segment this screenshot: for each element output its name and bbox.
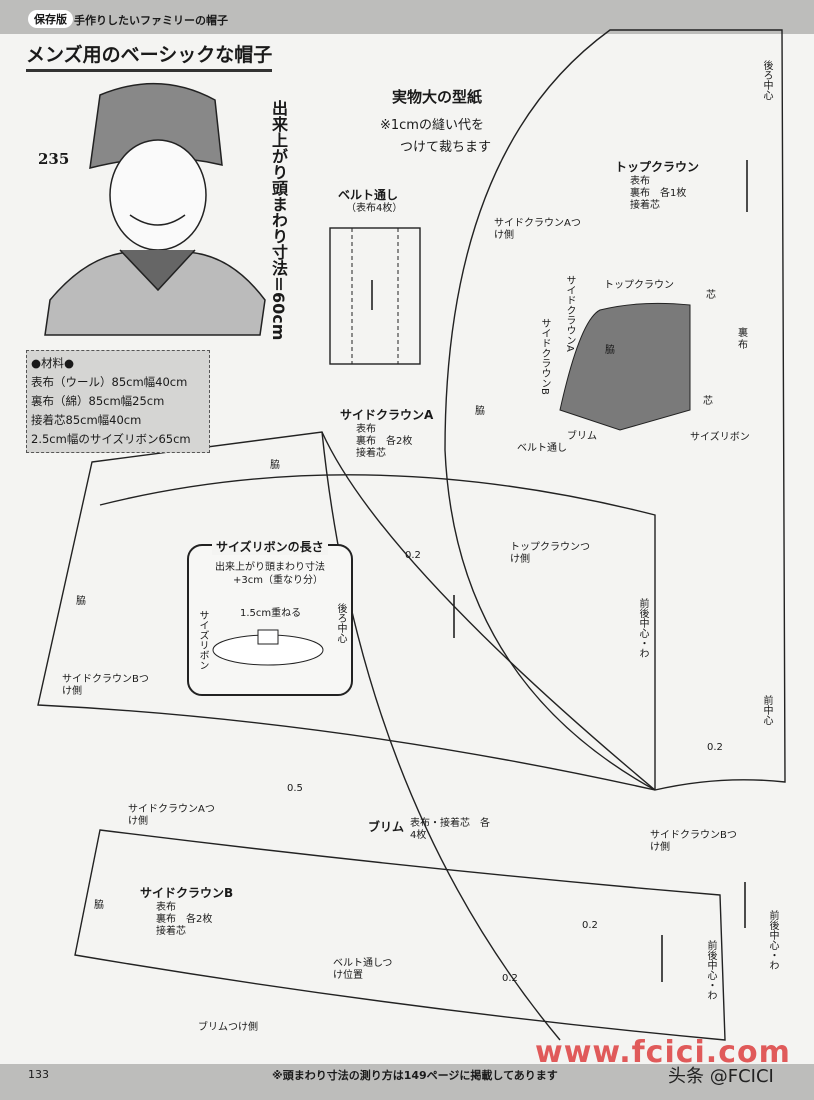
item-number: 235 <box>38 150 70 168</box>
material-item: 接着芯85cm幅40cm <box>31 413 142 427</box>
watermark: www.fcici.com <box>535 1035 791 1070</box>
side-a-attach-label: サイドクラウンAつけ側 <box>128 804 215 827</box>
illus-label: サイドクラウンA <box>564 275 575 352</box>
hat-cross-section <box>559 302 691 431</box>
side-label: 脇 <box>475 406 485 417</box>
belt-loop-detail: （表布4枚） <box>346 203 403 214</box>
illus-label: 芯 <box>706 290 716 301</box>
brim-detail: 表布・接着芯 各4枚 <box>410 818 490 841</box>
materials-heading: ●材料● <box>31 356 75 370</box>
illus-label: トップクラウン <box>604 280 674 291</box>
material-item: 裏布（綿）85cm幅25cm <box>31 394 165 408</box>
ribbon-box-line: +3cm（重なり分） <box>233 575 323 586</box>
illus-label: サイズリボン <box>690 432 750 443</box>
side-label: 脇 <box>76 596 86 607</box>
top-crown-line: 接着芯 <box>630 200 660 211</box>
man-illustration <box>44 82 266 336</box>
illus-label: ブリム <box>567 431 597 442</box>
side-crown-a-line: 表布 <box>356 424 376 435</box>
side-b-attach-label: サイドクラウンBつけ側 <box>62 674 149 697</box>
ribbon-box-line: 出来上がり頭まわり寸法 <box>215 562 325 573</box>
materials-box: ●材料● 表布（ウール）85cm幅40cm 裏布（綿）85cm幅25cm 接着芯… <box>26 350 210 453</box>
belt-loop-label: ベルト通し <box>338 188 399 202</box>
material-item: 表布（ウール）85cm幅40cm <box>31 375 188 389</box>
belt-loop-piece <box>329 227 421 365</box>
pattern-note: ※1cmの縫い代を <box>380 118 484 133</box>
side-b-attach-label: サイドクラウンBつけ側 <box>650 830 737 853</box>
side-crown-b-line: 接着芯 <box>156 926 186 937</box>
front-back-center-label: 前後中心・わ <box>767 910 778 970</box>
ribbon-overlap-label: 1.5cm重ねる <box>240 608 302 619</box>
side-crown-a-upper-line <box>99 474 656 790</box>
side-crown-a-line: 接着芯 <box>356 448 386 459</box>
side-crown-b-line: 表布 <box>156 902 176 913</box>
allowance-label: 0.5 <box>287 783 303 794</box>
side-crown-a-label: サイドクラウンA <box>340 408 434 422</box>
allowance-label: 0.2 <box>405 550 421 561</box>
front-back-center-label: 前後中心・わ <box>637 598 648 658</box>
allowance-label: 0.2 <box>582 920 598 931</box>
top-attach-label: トップクラウンつけ側 <box>510 542 590 565</box>
brim-edge <box>321 431 561 1041</box>
top-crown-line: 裏布 各1枚 <box>630 188 687 199</box>
ribbon-box-title: サイズリボンの長さ <box>212 538 328 555</box>
watermark-secondary: 头条 @FCICI <box>668 1066 774 1087</box>
page-number: 133 <box>28 1068 49 1081</box>
front-back-center-label: 前後中心・わ <box>705 940 716 1000</box>
allowance-label: 0.2 <box>707 742 723 753</box>
ribbon-label: サイズリボン <box>197 610 208 670</box>
head-size: 出来上がり頭まわり寸法＝60cm <box>269 100 288 341</box>
badge: 保存版 <box>28 10 73 28</box>
header-band <box>0 0 814 34</box>
material-item: 2.5cm幅のサイズリボン65cm <box>31 432 191 446</box>
back-center-label: 後ろ中心 <box>761 60 772 100</box>
brim-label: ブリム <box>368 820 405 834</box>
illus-label: ベルト通し <box>517 443 567 454</box>
top-crown-line: 表布 <box>630 176 650 187</box>
illus-label: 芯 <box>703 396 713 407</box>
top-crown-label: トップクラウン <box>615 160 700 174</box>
series-title: 手作りしたいファミリーの帽子 <box>74 14 228 27</box>
top-crown-piece <box>444 29 786 791</box>
side-label: 脇 <box>270 460 280 471</box>
side-crown-a-line: 裏布 各2枚 <box>356 436 413 447</box>
side-crown-b-label: サイドクラウンB <box>140 886 234 900</box>
side-crown-b-line: 裏布 各2枚 <box>156 914 213 925</box>
illus-label: サイドクラウンB <box>539 318 550 395</box>
pattern-title: 実物大の型紙 <box>392 88 483 106</box>
front-center-label: 前中心 <box>761 695 772 725</box>
belt-position-label: ベルト通しつけ位置 <box>333 958 393 981</box>
page-title: メンズ用のベーシックな帽子 <box>26 40 273 72</box>
side-crown-b-piece <box>74 829 726 1041</box>
footer-note: ※頭まわり寸法の測り方は149ページに掲載してあります <box>272 1069 558 1082</box>
illus-label: 裏布 <box>738 328 748 351</box>
grain-arrows <box>371 160 748 982</box>
footer-band <box>0 1064 814 1100</box>
side-label: 脇 <box>94 900 104 911</box>
illus-label: 脇 <box>605 345 615 356</box>
ribbon-back-label: 後ろ中心 <box>335 603 346 643</box>
allowance-label: 0.2 <box>502 973 518 984</box>
pattern-note: つけて裁ちます <box>400 140 492 155</box>
side-a-attach-label: サイドクラウンAつけ側 <box>494 218 581 241</box>
brim-attach-label: ブリムつけ側 <box>198 1022 258 1033</box>
